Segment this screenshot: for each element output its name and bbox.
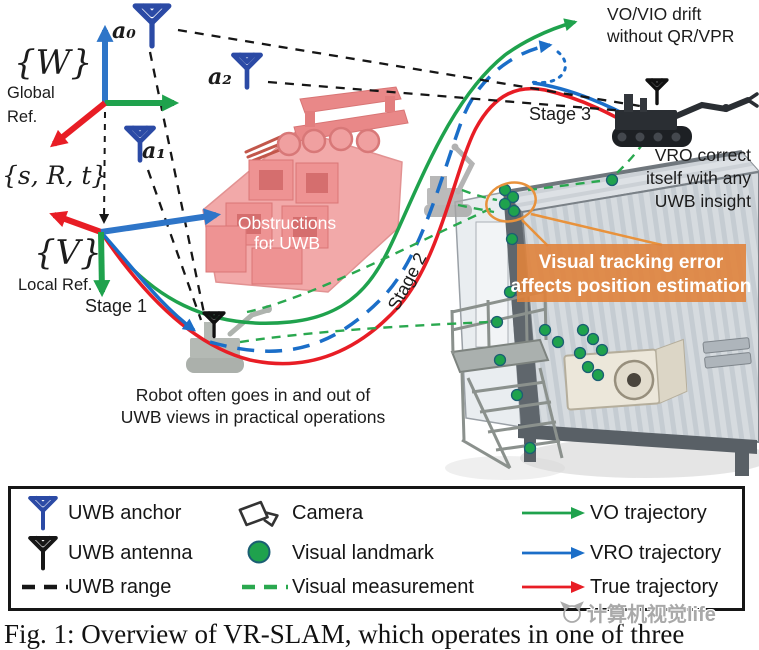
visual-landmark-dot <box>581 360 595 374</box>
stage3-label: Stage 3 <box>529 104 591 124</box>
visual-measurement-icon <box>242 584 288 590</box>
obstruction-label-line2: for UWB <box>254 233 320 253</box>
visual-landmark-dot <box>490 315 504 329</box>
visual-landmark-dot <box>498 197 512 211</box>
true-trajectory <box>99 86 646 366</box>
uwb-anchor-a0 <box>135 6 169 46</box>
robot-note-line2: UWB views in practical operations <box>121 407 386 427</box>
obstruction-blocks <box>205 159 339 285</box>
stage1-label: Stage 1 <box>85 296 147 316</box>
legend-label-camera: Camera <box>292 502 364 524</box>
local-frame-symbol: {V} <box>34 233 102 273</box>
container-window <box>702 337 752 369</box>
vo-trajectory-arrow <box>522 507 585 519</box>
vro-note-line3: UWB insight <box>655 191 751 211</box>
legend-label-uwb-antenna: UWB antenna <box>68 542 193 564</box>
vo-drift-note-line2: without QR/VPR <box>606 26 734 46</box>
vr-slam-diagram: Obstructions for UWB <box>2 0 759 480</box>
uwb-anchor-a2 <box>233 55 260 87</box>
obstruction-label-line1: Obstructions <box>238 213 336 233</box>
legend-label-vo-trajectory: VO trajectory <box>590 502 707 524</box>
uwb-antenna-robot3 <box>645 78 669 106</box>
visual-landmark-dot <box>507 204 521 218</box>
visual-landmark-dot <box>523 441 537 455</box>
legend-label-true-trajectory: True trajectory <box>590 576 719 598</box>
uwb-antenna-icon <box>24 535 64 577</box>
watermark: 计算机视觉life <box>558 598 716 627</box>
vro-note-line2: itself with any <box>646 168 751 188</box>
visual-landmark-dot <box>538 323 552 337</box>
figure-caption: Fig. 1: Overview of VR-SLAM, which opera… <box>4 619 685 649</box>
visual-landmark-dot <box>505 232 519 246</box>
transform-label: {s, R, t} <box>2 161 107 190</box>
legend-label-visual-measurement: Visual measurement <box>292 576 474 598</box>
vro-note-line1: VRO correct <box>655 145 751 165</box>
watermark-mascot-icon <box>560 600 584 623</box>
visual-landmark-dot <box>506 190 520 204</box>
legend-box: UWB anchor UWB antenna UWB range Camera … <box>8 486 745 611</box>
uwb-range-lines <box>146 28 641 321</box>
uwb-range-icon <box>22 584 68 590</box>
anchor-a1-label: a₁ <box>142 138 166 164</box>
vo-trajectory <box>99 18 578 325</box>
legend-label-uwb-range: UWB range <box>68 576 172 598</box>
true-trajectory-arrow <box>522 581 585 593</box>
visual-landmark-dot <box>503 285 517 299</box>
watermark-text: 计算机视觉life <box>587 604 716 626</box>
visual-landmark-dot <box>595 343 609 357</box>
visual-landmark-dot <box>493 353 507 367</box>
camera-icon <box>238 500 279 527</box>
visual-landmark-dot <box>576 323 590 337</box>
legend-label-uwb-anchor: UWB anchor <box>68 502 182 524</box>
global-ref-line1: Global <box>7 84 55 102</box>
local-ref-label: Local Ref. <box>18 276 92 294</box>
visual-landmark-dot <box>605 173 619 187</box>
uwb-anchor-icon <box>24 495 64 537</box>
anchor-a0-label: a₀ <box>112 18 136 44</box>
tracking-error-line1: Visual tracking error <box>539 252 724 273</box>
legend-label-vro-trajectory: VRO trajectory <box>590 542 722 564</box>
vro-trajectory-dashed <box>209 40 553 353</box>
visual-landmark-dot <box>510 388 524 402</box>
robot-note-line1: Robot often goes in and out of <box>136 385 371 405</box>
vro-trajectory-arrow <box>522 547 585 559</box>
global-ref-line2: Ref. <box>7 108 37 126</box>
visual-landmark-dot <box>551 335 565 349</box>
visual-landmark-dot <box>573 346 587 360</box>
robot-stage3 <box>612 92 759 147</box>
vo-drift-note-line1: VO/VIO drift <box>607 4 701 24</box>
vro-trajectory-dotted-drift <box>530 50 567 85</box>
tracking-error-line2: affects position estimation <box>511 276 752 297</box>
visual-landmarks <box>490 173 619 455</box>
local-frame-axes <box>49 208 222 298</box>
visual-landmark-dot <box>586 332 600 346</box>
tracking-error-callout: Visual tracking error affects position e… <box>485 181 752 302</box>
anchor-a2-label: a₂ <box>208 64 232 90</box>
legend-label-visual-landmark: Visual landmark <box>292 542 434 564</box>
container <box>445 150 759 480</box>
vro-trajectory-solid-start <box>99 230 197 332</box>
uwb-obstructions: Obstructions for UWB <box>202 86 409 293</box>
global-frame-axes <box>50 24 180 148</box>
stage2-label: Stage 2 <box>384 249 431 313</box>
global-frame-symbol: {W} <box>14 43 92 83</box>
visual-landmark-dot <box>591 368 605 382</box>
obstruction-pipes <box>276 126 381 157</box>
visual-landmark-icon <box>247 540 271 564</box>
